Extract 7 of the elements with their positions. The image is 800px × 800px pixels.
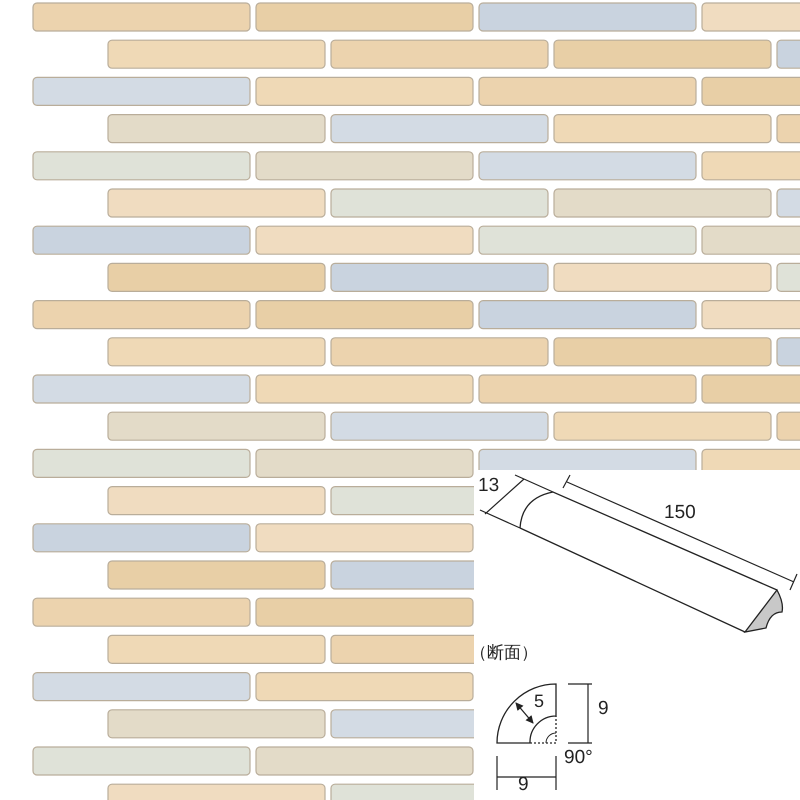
dimension-label: 9 bbox=[598, 699, 609, 718]
dimension-label: 5 bbox=[534, 692, 544, 710]
dimension-label: 9 bbox=[518, 775, 529, 794]
dimension-label: 90° bbox=[564, 748, 593, 767]
dimension-label: 13 bbox=[478, 476, 500, 495]
dimension-label: 150 bbox=[664, 503, 696, 522]
section-label: （断面） bbox=[470, 644, 538, 661]
